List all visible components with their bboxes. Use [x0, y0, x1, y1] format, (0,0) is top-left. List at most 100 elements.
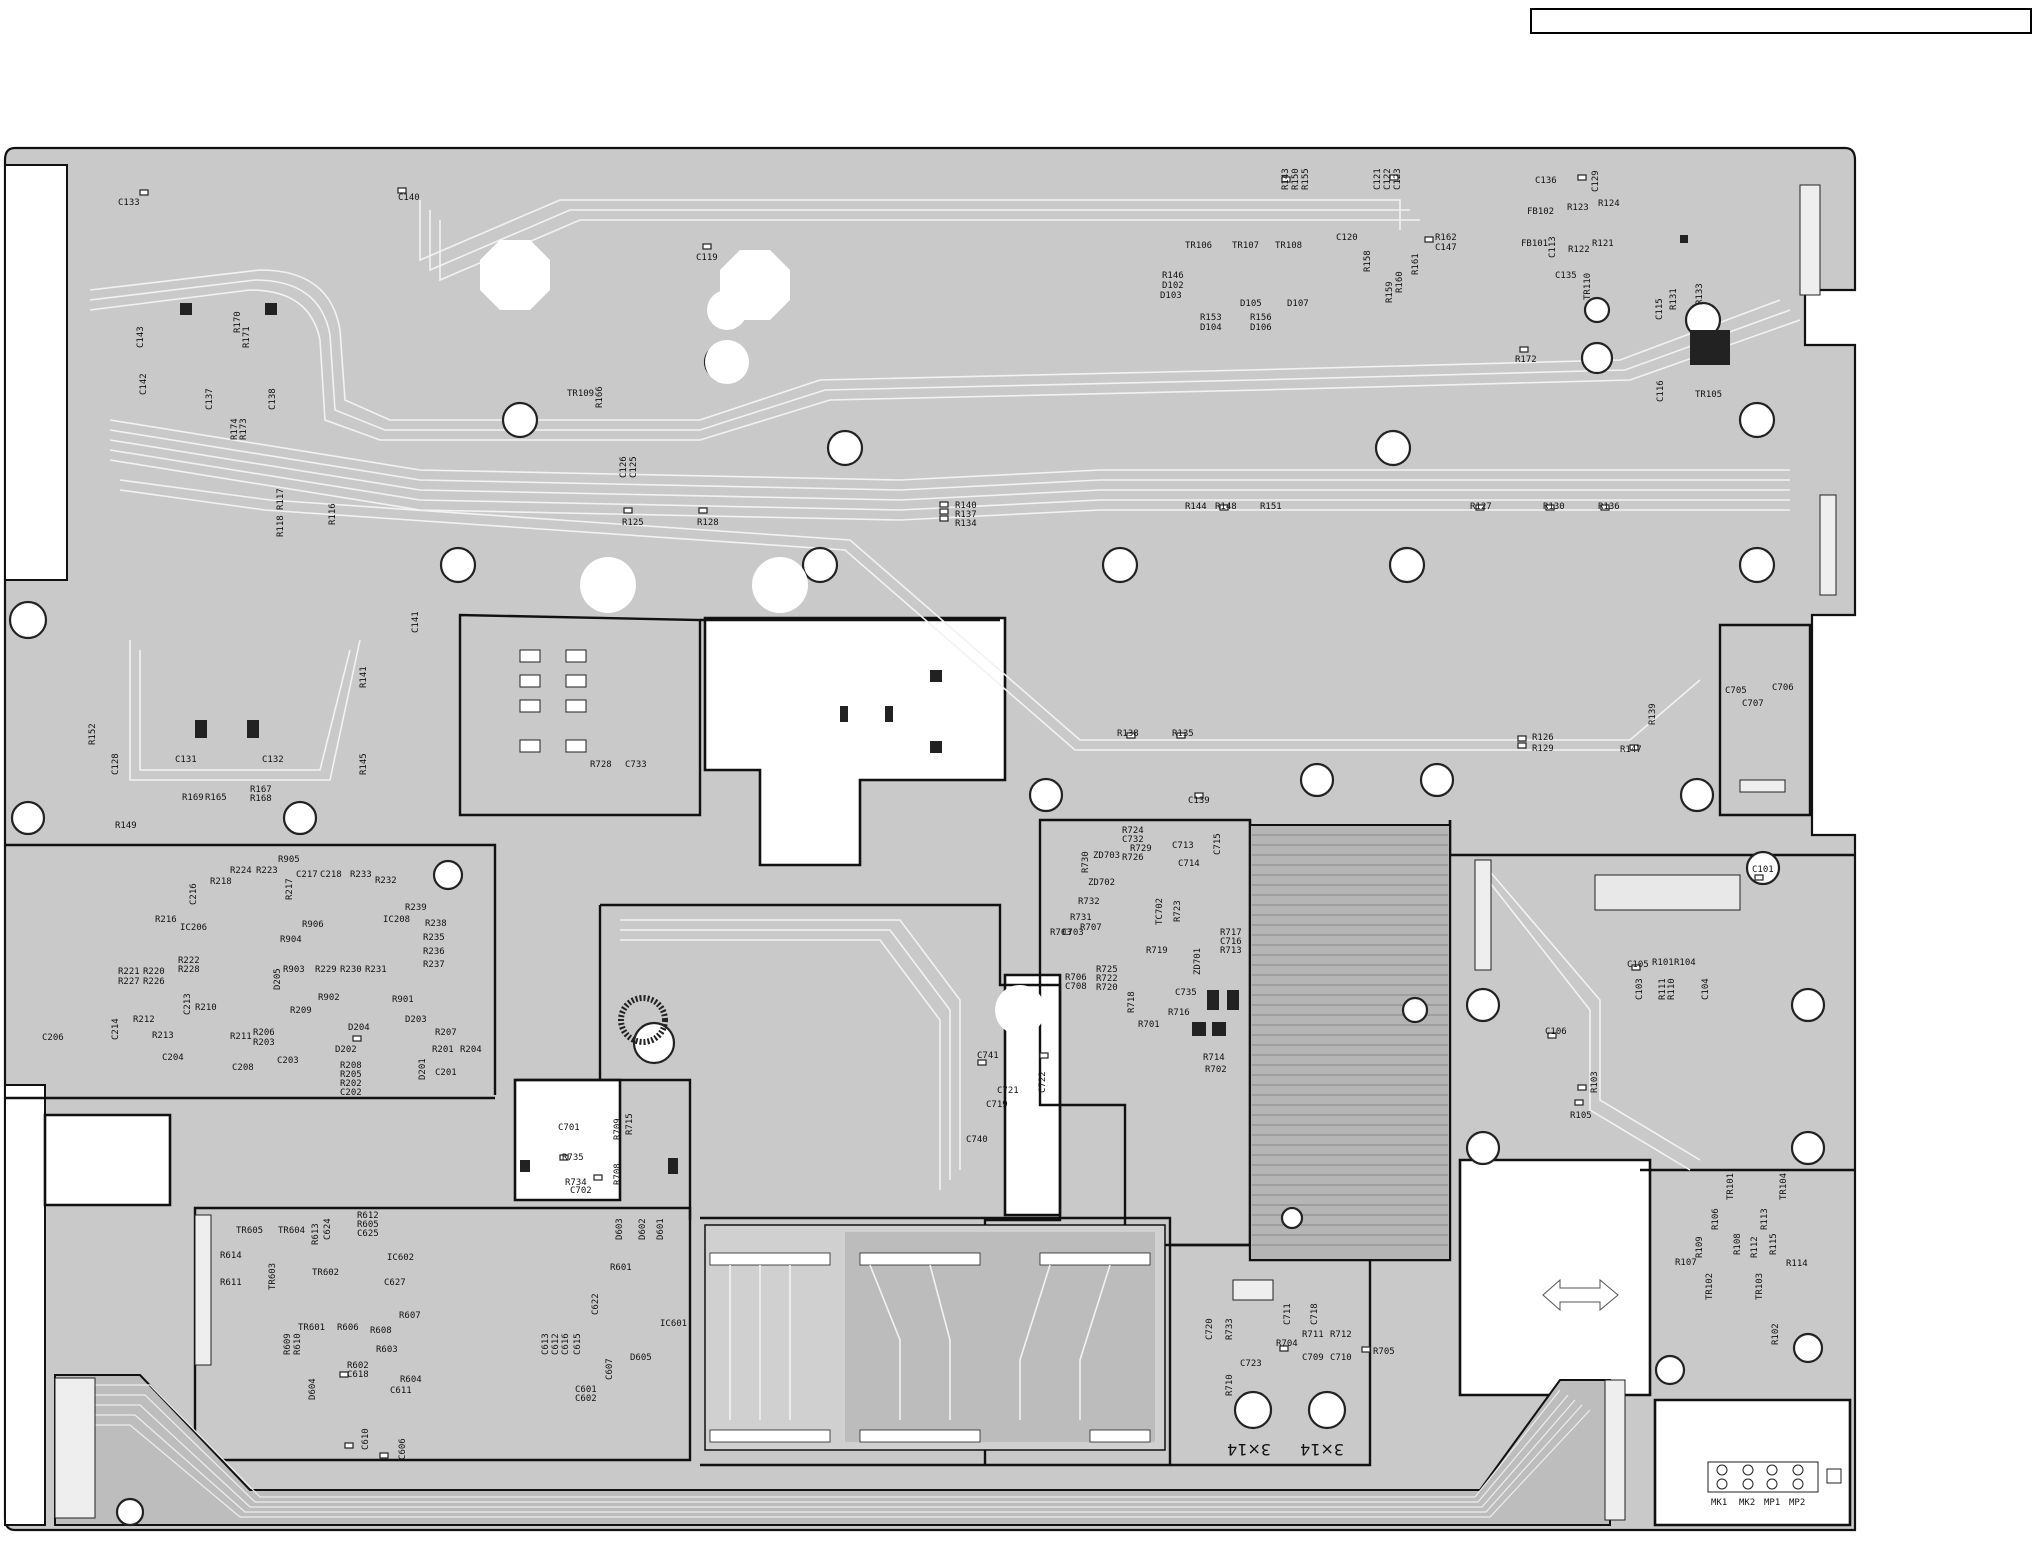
- ref-label-r229: R229: [315, 965, 337, 975]
- ref-label-zd701: ZD701: [1193, 948, 1203, 975]
- white-holes: [480, 240, 1045, 1035]
- ref-label-c204: C204: [162, 1053, 184, 1063]
- ref-label-tr104: TR104: [1779, 1173, 1789, 1200]
- left-edge-strip-bottom: [4, 1084, 46, 1526]
- ref-label-r710: R710: [1225, 1374, 1235, 1396]
- ref-label-r238: R238: [425, 919, 447, 929]
- ref-label-zd702: ZD702: [1088, 878, 1115, 888]
- ref-label-r607: R607: [399, 1311, 421, 1321]
- ref-label-tr103: TR103: [1755, 1273, 1765, 1300]
- ref-label-c125: C125: [629, 456, 639, 478]
- ref-label-r209: R209: [290, 1006, 312, 1016]
- ref-label-c735: C735: [1175, 988, 1197, 998]
- ref-label-r139: R139: [1648, 703, 1658, 725]
- ref-label-c140: C140: [398, 193, 420, 203]
- ref-label-ic206: IC206: [180, 923, 207, 933]
- ref-label-c116: C116: [1656, 380, 1666, 402]
- hole-label-b: 3×14: [1300, 1440, 1344, 1459]
- ref-label-d102: D102: [1162, 281, 1184, 291]
- ref-label-r713: R713: [1220, 946, 1242, 956]
- ref-label-tr107: TR107: [1232, 241, 1259, 251]
- ref-label-r702: R702: [1205, 1065, 1227, 1075]
- ref-label-c722: C722: [1038, 1071, 1048, 1093]
- ref-label-r221: R221: [118, 967, 140, 977]
- ref-label-r144: R144: [1185, 502, 1207, 512]
- ref-label-c218: C218: [320, 870, 342, 880]
- ref-label-r106: R106: [1711, 1208, 1721, 1230]
- ref-label-c610: C610: [361, 1428, 371, 1450]
- ref-label-c206: C206: [42, 1033, 64, 1043]
- ref-label-d105: D105: [1240, 299, 1262, 309]
- label-mp2: MP2: [1789, 1498, 1805, 1508]
- ref-label-r731: R731: [1070, 913, 1092, 923]
- connector-pad-array: [704, 1224, 1166, 1451]
- ref-label-r906: R906: [302, 920, 324, 930]
- ref-label-r903: R903: [283, 965, 305, 975]
- ref-label-c611: C611: [390, 1386, 412, 1396]
- ref-label-r609: R609: [283, 1333, 293, 1355]
- ref-label-r729: R729: [1130, 844, 1152, 854]
- ref-label-c139: C139: [1188, 796, 1210, 806]
- ref-label-r201: R201: [432, 1045, 454, 1055]
- ref-label-r722: R722: [1096, 974, 1118, 984]
- ref-label-tr105: TR105: [1695, 390, 1722, 400]
- ref-label-ic601: IC601: [660, 1319, 687, 1329]
- ref-label-r169: R169: [182, 793, 204, 803]
- ref-label-r151: R151: [1260, 502, 1282, 512]
- ref-label-r170: R170: [233, 311, 243, 333]
- ref-label-r149: R149: [115, 821, 137, 831]
- ref-label-r703: R703: [1050, 928, 1072, 938]
- toroid-inductor: [618, 995, 668, 1045]
- ref-label-c702: C702: [570, 1186, 592, 1196]
- ref-label-c714: C714: [1178, 859, 1200, 869]
- ref-label-r613: R613: [311, 1223, 321, 1245]
- title-box: [1530, 8, 2032, 34]
- ref-label-c706: C706: [1772, 683, 1794, 693]
- ref-label-c625: C625: [357, 1229, 379, 1239]
- ref-label-tr108: TR108: [1275, 241, 1302, 251]
- ref-label-r146: R146: [1162, 271, 1184, 281]
- left-edge-strip: [4, 164, 68, 581]
- ref-label-d201: D201: [418, 1058, 428, 1080]
- ref-label-r172: R172: [1515, 355, 1537, 365]
- ref-label-r730: R730: [1081, 851, 1091, 873]
- ref-label-tr603: TR603: [268, 1263, 278, 1290]
- ref-label-c602: C602: [575, 1394, 597, 1404]
- ref-label-r166: R166: [595, 386, 605, 408]
- ref-label-d202: D202: [335, 1045, 357, 1055]
- heatsink-area: [1249, 824, 1451, 1261]
- ref-label-r173: R173: [239, 418, 249, 440]
- ref-label-c718: C718: [1310, 1303, 1320, 1325]
- ref-label-r159: R159: [1385, 281, 1395, 303]
- ref-label-r174: R174: [230, 418, 240, 440]
- ref-label-r126: R126: [1532, 733, 1554, 743]
- ref-label-c607: C607: [605, 1358, 615, 1380]
- ref-label-c106: C106: [1545, 1027, 1567, 1037]
- ref-label-c713: C713: [1172, 841, 1194, 851]
- ref-label-r611: R611: [220, 1278, 242, 1288]
- ref-label-c606: C606: [398, 1438, 408, 1460]
- ref-label-c104: C104: [1701, 978, 1711, 1000]
- ref-label-c720: C720: [1205, 1318, 1215, 1340]
- ref-label-r121: R121: [1592, 239, 1614, 249]
- ref-label-tr109: TR109: [567, 389, 594, 399]
- ref-label-c624: C624: [323, 1218, 333, 1240]
- ref-label-r701: R701: [1138, 1020, 1160, 1030]
- ref-label-r714: R714: [1203, 1053, 1225, 1063]
- ref-label-r138: R138: [1117, 729, 1139, 739]
- ref-label-r105: R105: [1570, 1111, 1592, 1121]
- ref-label-tr102: TR102: [1705, 1273, 1715, 1300]
- ref-label-r236: R236: [423, 947, 445, 957]
- ref-label-r603: R603: [376, 1345, 398, 1355]
- ref-label-c129: C129: [1591, 170, 1601, 192]
- ref-label-c615: C615: [573, 1333, 583, 1355]
- ref-label-c131: C131: [175, 755, 197, 765]
- ref-label-r112: R112: [1750, 1236, 1760, 1258]
- ref-label-r207: R207: [435, 1028, 457, 1038]
- ref-label-c217: C217: [296, 870, 318, 880]
- ref-label-r224: R224: [230, 866, 252, 876]
- ref-label-r604: R604: [400, 1375, 422, 1385]
- ref-label-tr601: TR601: [298, 1323, 325, 1333]
- ref-label-zd703: ZD703: [1093, 851, 1120, 861]
- ref-label-c135: C135: [1555, 271, 1577, 281]
